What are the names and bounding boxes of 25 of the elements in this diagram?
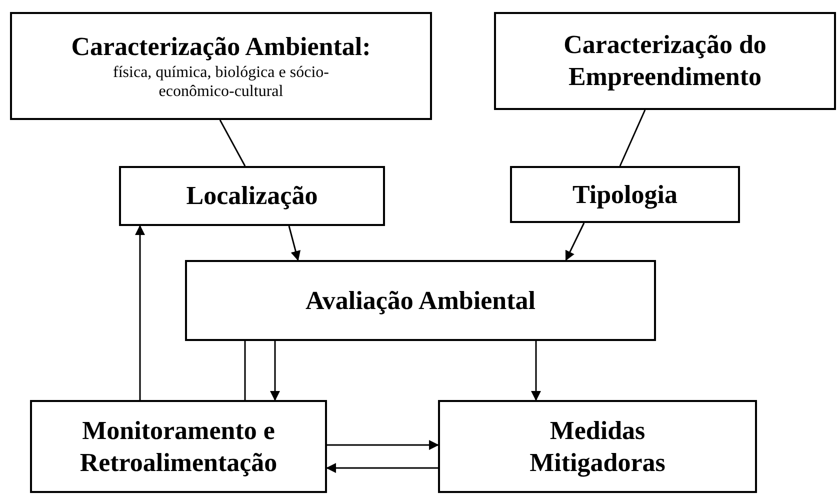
box-title: Avaliação Ambiental [306, 284, 536, 316]
arrow [270, 341, 280, 401]
arrow [326, 463, 438, 473]
process-box [185, 260, 656, 341]
connector-line [244, 341, 246, 400]
box-title: Tipologia [572, 178, 678, 210]
box-title: Medidas Mitigadoras [528, 414, 666, 478]
box-subtitle: física, química, biológica e sócio-econômico-cultural [112, 63, 330, 101]
arrow [288, 226, 301, 261]
arrow [531, 341, 541, 401]
box-title: Caracterização do Empreendimento [562, 29, 768, 93]
connector-line [619, 110, 646, 166]
arrow [327, 440, 439, 450]
arrow [565, 222, 585, 261]
process-box [119, 166, 385, 226]
process-box [438, 400, 757, 493]
arrow [135, 225, 145, 400]
process-box [30, 400, 327, 493]
box-title: Localização [186, 180, 318, 212]
box-title: Caracterização Ambiental: [71, 31, 371, 63]
box-title: Monitoramento e Retroalimentação [78, 414, 278, 478]
connector-line [219, 120, 246, 166]
process-box [510, 166, 740, 223]
process-box [10, 12, 432, 120]
process-box [494, 12, 836, 110]
